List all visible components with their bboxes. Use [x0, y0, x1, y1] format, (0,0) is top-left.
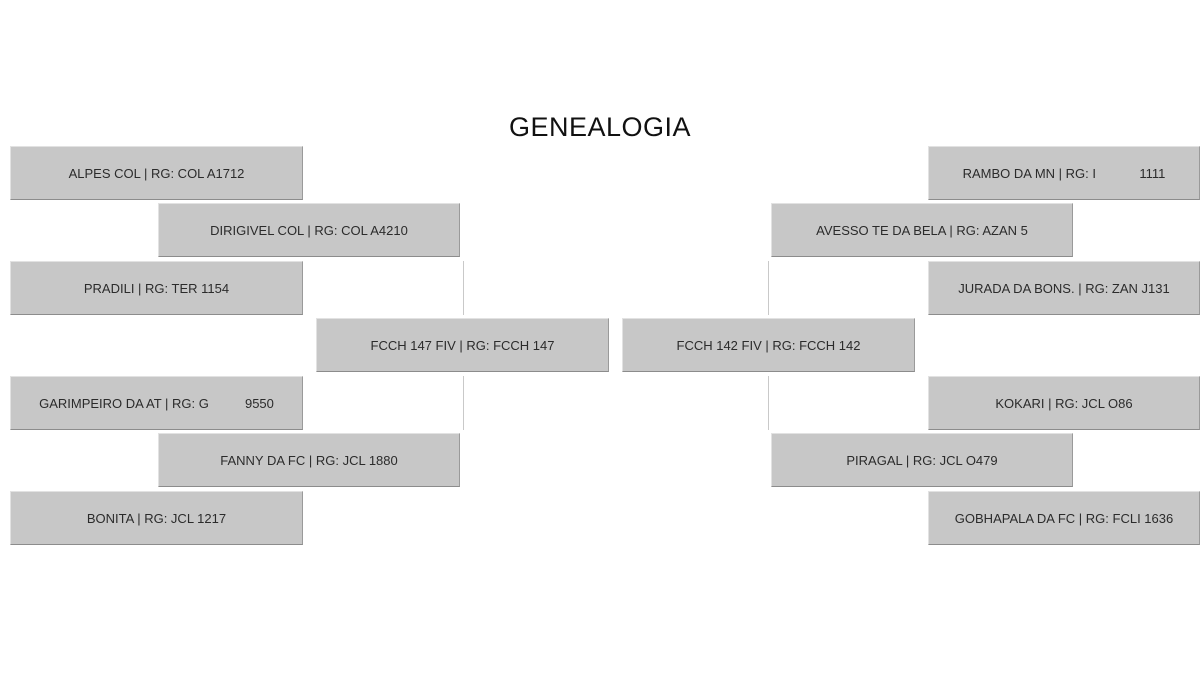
left-granddam-box[interactable]: FANNY DA FC | RG: JCL 1880 — [158, 433, 460, 487]
right-lower-connector — [768, 376, 769, 430]
sire-box[interactable]: FCCH 147 FIV | RG: FCCH 147 — [316, 318, 609, 372]
left-great-dam-box[interactable]: PRADILI | RG: TER 1154 — [10, 261, 303, 315]
dam-box[interactable]: FCCH 142 FIV | RG: FCCH 142 — [622, 318, 915, 372]
left-grandsire-box[interactable]: DIRIGIVEL COL | RG: COL A4210 — [158, 203, 460, 257]
left-lower-connector — [463, 376, 464, 430]
left-lower-great-sire-box[interactable]: GARIMPEIRO DA AT | RG: G 9550 — [10, 376, 303, 430]
right-lower-great-dam-box[interactable]: GOBHAPALA DA FC | RG: FCLI 1636 — [928, 491, 1200, 545]
page-title: GENEALOGIA — [508, 112, 692, 142]
right-great-sire-box[interactable]: RAMBO DA MN | RG: I 1111 — [928, 146, 1200, 200]
left-great-sire-box[interactable]: ALPES COL | RG: COL A1712 — [10, 146, 303, 200]
right-granddam-box[interactable]: PIRAGAL | RG: JCL O479 — [771, 433, 1073, 487]
right-upper-connector — [768, 261, 769, 315]
right-lower-great-sire-box[interactable]: KOKARI | RG: JCL O86 — [928, 376, 1200, 430]
right-grandsire-box[interactable]: AVESSO TE DA BELA | RG: AZAN 5 — [771, 203, 1073, 257]
right-great-dam-box[interactable]: JURADA DA BONS. | RG: ZAN J131 — [928, 261, 1200, 315]
left-upper-connector — [463, 261, 464, 315]
left-lower-great-dam-box[interactable]: BONITA | RG: JCL 1217 — [10, 491, 303, 545]
